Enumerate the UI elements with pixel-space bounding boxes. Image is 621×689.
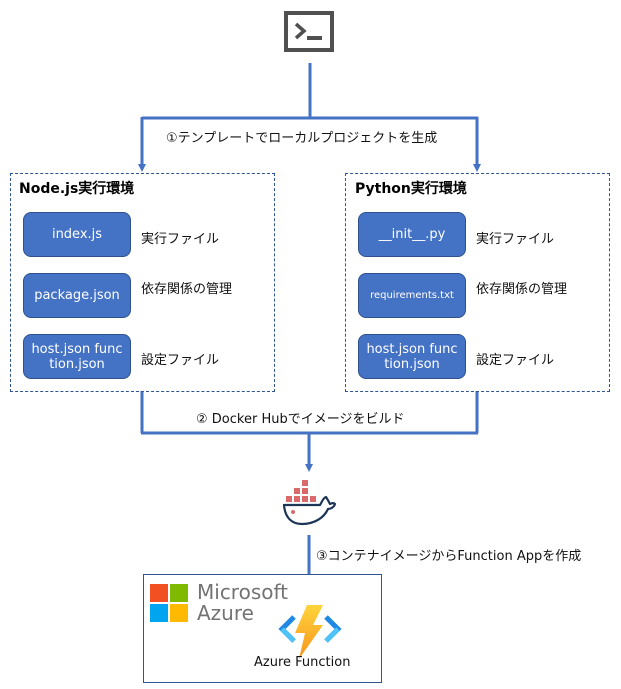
file-label: index.js [51, 227, 103, 242]
file-host-function-json[interactable]: host.json function.json [358, 334, 466, 379]
azure-box: Microsoft Azure Azure Function [143, 574, 382, 683]
azure-function-icon [278, 605, 342, 659]
docker-whale-icon [282, 480, 337, 526]
file-init-py[interactable]: __init__.py [358, 212, 466, 257]
brand-microsoft: Microsoft [197, 580, 289, 604]
terminal-icon [284, 11, 334, 52]
step1-label: ①テンプレートでローカルプロジェクトを生成 [166, 131, 438, 146]
step3-label: ③コンテナイメージからFunction Appを作成 [316, 549, 582, 564]
step2-label: ② Docker Hubでイメージをビルド [196, 412, 405, 427]
python-environment-box [345, 173, 610, 392]
file-label: __init__.py [378, 227, 446, 242]
file-description: 依存関係の管理 [141, 282, 233, 297]
nodejs-environment-title: Node.js実行環境 [19, 181, 135, 197]
file-label: host.json function.json [31, 341, 123, 372]
file-description: 実行ファイル [476, 232, 555, 247]
file-package-json[interactable]: package.json [23, 273, 131, 318]
file-description: 実行ファイル [141, 232, 220, 247]
file-label: requirements.txt [370, 290, 454, 301]
file-description: 設定ファイル [476, 353, 555, 368]
file-host-function-json[interactable]: host.json function.json [23, 334, 131, 379]
python-environment-title: Python実行環境 [355, 181, 467, 197]
file-description: 設定ファイル [141, 353, 220, 368]
file-requirements-txt[interactable]: requirements.txt [358, 273, 466, 318]
nodejs-environment-box [10, 173, 275, 392]
file-label: host.json function.json [366, 341, 458, 372]
file-label: package.json [34, 288, 120, 303]
file-description: 依存関係の管理 [476, 282, 568, 297]
azure-function-label: Azure Function [254, 655, 351, 670]
brand-azure: Azure [197, 601, 254, 625]
file-index-js[interactable]: index.js [23, 212, 131, 257]
microsoft-logo-icon [150, 584, 188, 622]
